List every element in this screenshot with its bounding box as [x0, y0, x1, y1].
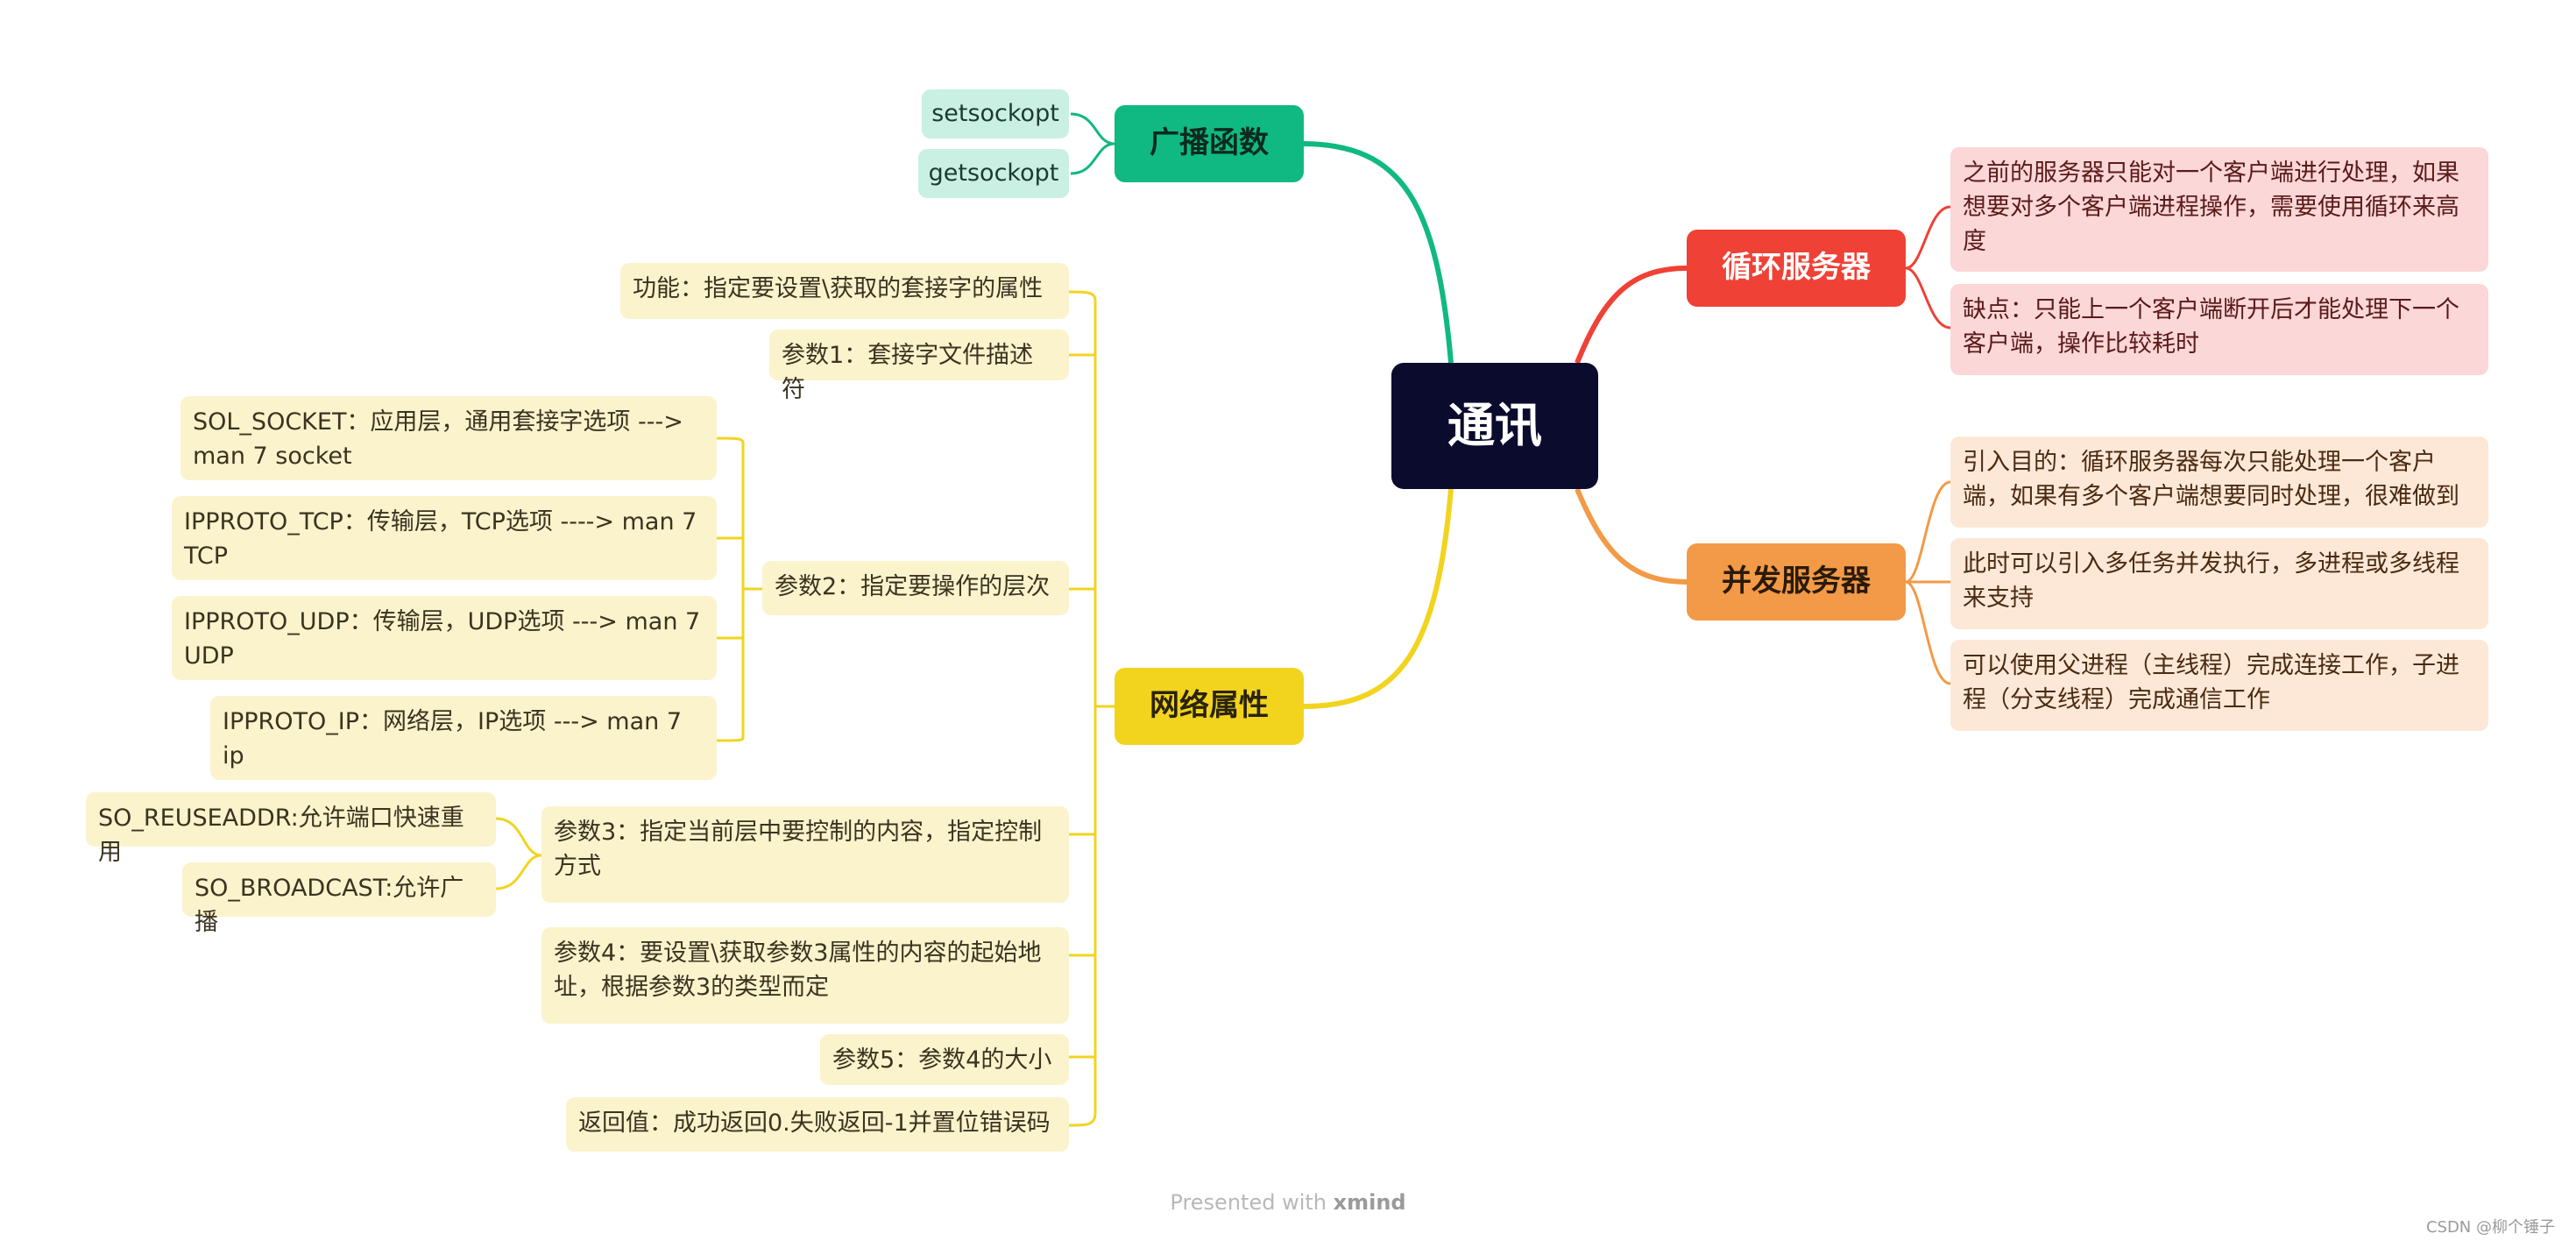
- footer-prefix: Presented with: [1170, 1190, 1327, 1215]
- link-param3-leaf-1: [495, 817, 542, 857]
- xmind-brand: xmind: [1333, 1190, 1406, 1215]
- leaf-network-param2[interactable]: 参数2：指定要操作的层次: [762, 561, 1069, 615]
- leaf-loop-drawback[interactable]: 缺点：只能上一个客户端断开后才能处理下一个客户端，操作比较耗时: [1950, 284, 2488, 375]
- link-network-leaf-1: [1068, 290, 1097, 301]
- leaf-network-param1[interactable]: 参数1：套接字文件描述符: [769, 330, 1069, 403]
- branch-concurrent-server[interactable]: 并发服务器: [1687, 543, 1906, 620]
- leaf-concurrent-purpose[interactable]: 引入目的：循环服务器每次只能处理一个客户端，如果有多个客户端想要同时处理，很难做…: [1950, 436, 2488, 528]
- leaf-getsockopt[interactable]: getsockopt: [918, 149, 1069, 198]
- leaf-network-function[interactable]: 功能：指定要设置\获取的套接字的属性: [620, 263, 1069, 319]
- link-central-broadcast: [1303, 141, 1454, 364]
- leaf-level-ipproto-tcp[interactable]: IPPROTO_TCP：传输层，TCP选项 ----> man 7 TCP: [172, 496, 717, 580]
- link-param2-leaf-4: [716, 737, 745, 742]
- link-central-loop: [1575, 266, 1688, 365]
- link-broadcast-getsockopt: [1070, 142, 1115, 175]
- branch-broadcast[interactable]: 广播函数: [1115, 105, 1304, 182]
- link-central-network: [1303, 488, 1454, 709]
- leaf-network-return-value[interactable]: 返回值：成功返回0.失败返回-1并置位错误码: [566, 1097, 1069, 1152]
- branch-network-properties[interactable]: 网络属性: [1115, 668, 1304, 745]
- central-topic[interactable]: 通讯: [1391, 363, 1598, 489]
- leaf-so-reuseaddr[interactable]: SO_REUSEADDR:允许端口快速重用: [86, 792, 496, 866]
- link-param2-leaf-1: [716, 436, 745, 443]
- leaf-network-param4[interactable]: 参数4：要设置\获取参数3属性的内容的起始地址，根据参数3的类型而定: [541, 927, 1069, 1024]
- leaf-concurrent-multitask[interactable]: 此时可以引入多任务并发执行，多进程或多线程来支持: [1950, 538, 2488, 629]
- leaf-level-ipproto-udp[interactable]: IPPROTO_UDP：传输层，UDP选项 ---> man 7 UDP: [172, 596, 717, 680]
- leaf-level-ipproto-ip[interactable]: IPPROTO_IP：网络层，IP选项 ---> man 7 ip: [210, 696, 717, 780]
- csdn-watermark: CSDN @柳个锤子: [2425, 1218, 2555, 1237]
- leaf-level-sol-socket[interactable]: SOL_SOCKET：应用层，通用套接字选项 ---> man 7 socket: [180, 396, 717, 480]
- link-concurrent-leaf-1: [1905, 480, 1951, 584]
- leaf-loop-description[interactable]: 之前的服务器只能对一个客户端进行处理，如果想要对多个客户端进程操作，需要使用循环…: [1950, 147, 2488, 272]
- link-loop-leaf-2: [1905, 266, 1951, 330]
- link-central-concurrent: [1575, 487, 1688, 585]
- link-network-trunk: [1093, 301, 1115, 1113]
- leaf-so-broadcast[interactable]: SO_BROADCAST:允许广播: [182, 862, 496, 936]
- link-param3-leaf-2: [495, 854, 542, 890]
- leaf-network-param3[interactable]: 参数3：指定当前层中要控制的内容，指定控制方式: [541, 806, 1069, 903]
- link-loop-leaf-1: [1905, 205, 1951, 270]
- leaf-concurrent-parent-child[interactable]: 可以使用父进程（主线程）完成连接工作，子进程（分支线程）完成通信工作: [1950, 640, 2488, 731]
- link-param2-trunk: [741, 443, 762, 738]
- link-network-leaf-7: [1068, 1112, 1097, 1127]
- presented-with-footer: Presented with xmind: [0, 1190, 2576, 1215]
- leaf-network-param5[interactable]: 参数5：参数4的大小: [820, 1034, 1069, 1085]
- link-broadcast-setsockopt: [1070, 112, 1115, 145]
- leaf-setsockopt[interactable]: setsockopt: [922, 89, 1069, 138]
- link-concurrent-leaf-3: [1905, 580, 1951, 685]
- branch-loop-server[interactable]: 循环服务器: [1687, 230, 1906, 307]
